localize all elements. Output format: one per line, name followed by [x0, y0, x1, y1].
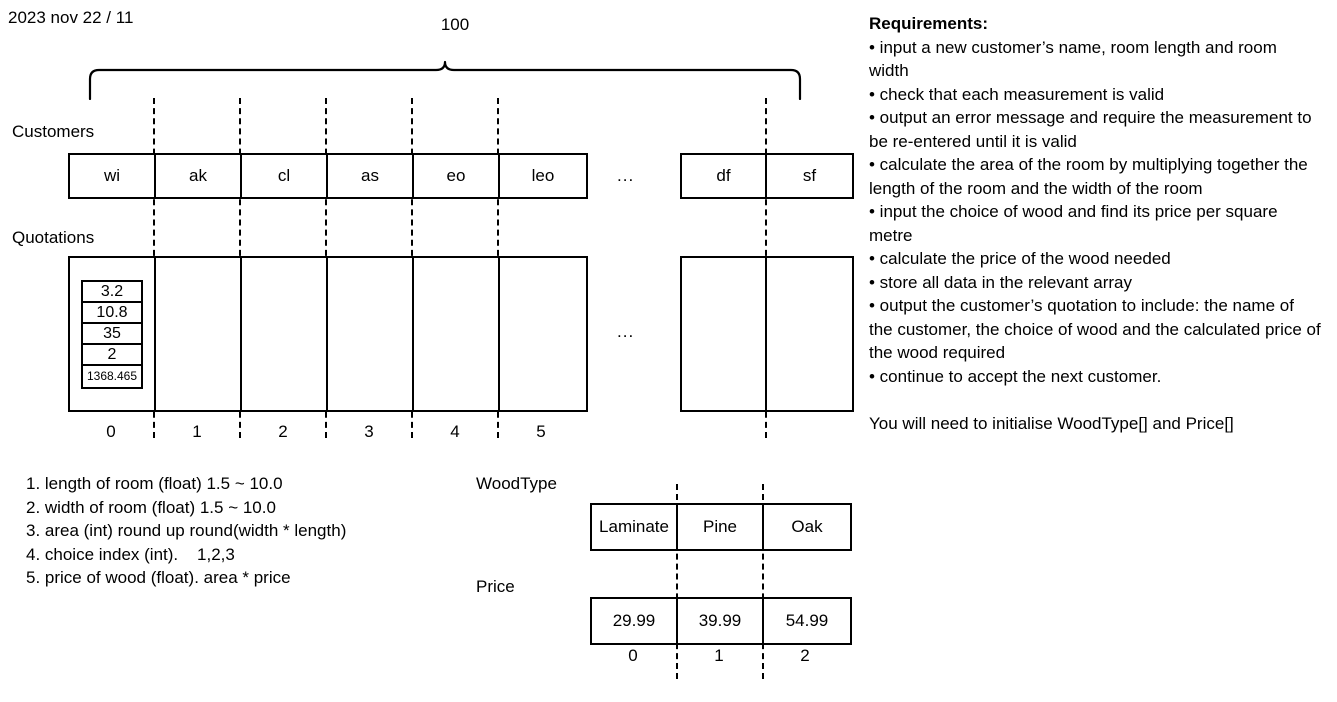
- requirements-panel: Requirements: • input a new customer’s n…: [869, 12, 1321, 435]
- requirement-item: • output the customer’s quotation to inc…: [869, 296, 1321, 362]
- customer-cell: as: [328, 155, 414, 197]
- customers-ellipsis: ...: [617, 166, 635, 185]
- requirement-item: • input a new customer’s name, room leng…: [869, 37, 1277, 81]
- index-label: 0: [628, 646, 638, 665]
- index-label: 5: [536, 422, 546, 441]
- spec-item: 5. price of wood (float). area * price: [26, 568, 291, 587]
- record-field-choice: 2: [83, 345, 141, 366]
- requirement-item: • calculate the price of the wood needed: [869, 249, 1171, 268]
- quotations-ellipsis: ...: [617, 322, 635, 341]
- record-field-length: 3.2: [83, 282, 141, 303]
- record-field-area: 35: [83, 324, 141, 345]
- woodtype-array-row: Laminate Pine Oak: [590, 503, 852, 551]
- customer-cell: sf: [802, 166, 817, 185]
- requirement-item: • calculate the area of the room by mult…: [869, 155, 1308, 198]
- index-label: 0: [106, 422, 116, 441]
- index-label: 1: [192, 422, 202, 441]
- field-spec-list: 1. length of room (float) 1.5 ~ 10.0 2. …: [26, 472, 456, 590]
- customer-cell: wi: [70, 155, 156, 197]
- woodtype-cell: Laminate: [592, 505, 678, 549]
- quotation-cell-tail-1: [767, 258, 852, 410]
- index-label: 3: [364, 422, 374, 441]
- array-span-brace: [88, 58, 804, 105]
- spec-item: 4. choice index (int). 1,2,3: [26, 544, 235, 564]
- quotations-array-label: Quotations: [12, 228, 95, 247]
- customer-cell: ak: [156, 155, 242, 197]
- price-array-row: 29.99 39.99 54.99: [590, 597, 852, 645]
- price-array-label: Price: [476, 577, 515, 596]
- customer-cell: df: [682, 155, 767, 197]
- index-label: 2: [278, 422, 288, 441]
- record-field-price: 1368.465: [86, 369, 138, 383]
- index-label: 1: [714, 646, 724, 665]
- requirement-item: • output an error message and require th…: [869, 108, 1312, 151]
- customer-cell: eo: [414, 155, 500, 197]
- woodtype-cell: Oak: [791, 517, 823, 536]
- customers-array-label: Customers: [12, 122, 95, 141]
- quotations-array-row: 3.2 10.8 35 2 1368.465: [68, 256, 588, 412]
- woodtype-array-label: WoodType: [476, 474, 557, 493]
- quotation-record-stack: 3.2 10.8 35 2 1368.465: [81, 280, 143, 389]
- wood-column-guide-2: [762, 484, 764, 679]
- quotation-cell-3: [328, 258, 414, 410]
- wood-column-guide-1: [676, 484, 678, 679]
- price-cell: 29.99: [592, 599, 678, 643]
- quotations-array-row-tail: [680, 256, 854, 412]
- quotations-index-row: 0 1 2 3 4 5: [68, 422, 584, 442]
- index-label: 2: [800, 646, 810, 665]
- requirement-item: • input the choice of wood and find its …: [869, 202, 1278, 245]
- quotation-cell-0: 3.2 10.8 35 2 1368.465: [70, 258, 156, 410]
- index-label: 4: [450, 422, 460, 441]
- customers-array-row: wi ak cl as eo leo: [68, 153, 588, 199]
- woodtype-cell: Pine: [678, 505, 764, 549]
- quotation-cell-2: [242, 258, 328, 410]
- requirements-heading: Requirements:: [869, 14, 989, 33]
- quotation-cell-1: [156, 258, 242, 410]
- requirement-item: • check that each measurement is valid: [869, 84, 1165, 104]
- quotation-cell-tail-0: [682, 258, 767, 410]
- customer-cell: cl: [242, 155, 328, 197]
- price-index-row: 0 1 2: [590, 646, 848, 666]
- array-capacity-label: 100: [440, 15, 470, 34]
- requirement-item: • continue to accept the next customer.: [869, 366, 1162, 386]
- customers-array-row-tail: df sf: [680, 153, 854, 199]
- customer-cell: leo: [531, 166, 555, 185]
- spec-item: 1. length of room (float) 1.5 ~ 10.0: [26, 474, 283, 493]
- date-stamp: 2023 nov 22 / 11: [8, 8, 134, 27]
- spec-item: 2. width of room (float) 1.5 ~ 10.0: [26, 497, 276, 517]
- quotation-cell-4: [414, 258, 500, 410]
- price-cell: 39.99: [678, 599, 764, 643]
- requirements-footer-note: You will need to initialise WoodType[] a…: [869, 413, 1234, 433]
- quotation-cell-5: [500, 258, 586, 410]
- price-cell: 54.99: [785, 611, 829, 630]
- requirement-item: • store all data in the relevant array: [869, 272, 1132, 292]
- record-field-width: 10.8: [83, 303, 141, 324]
- spec-item: 3. area (int) round up round(width * len…: [26, 521, 347, 540]
